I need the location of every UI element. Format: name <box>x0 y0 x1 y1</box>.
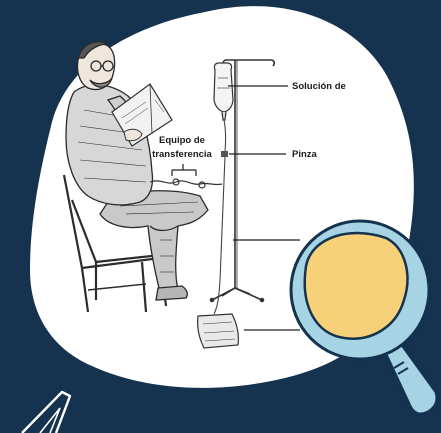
label-pinza: Pinza <box>292 149 318 160</box>
magnifier-lens <box>305 233 408 339</box>
label-solucion: Solución de <box>292 81 346 92</box>
label-equipo-line2: transferencia <box>152 149 212 160</box>
tube-clamp <box>221 151 228 157</box>
label-equipo-line1: Equipo de <box>159 135 205 146</box>
drain-bag <box>198 314 239 348</box>
